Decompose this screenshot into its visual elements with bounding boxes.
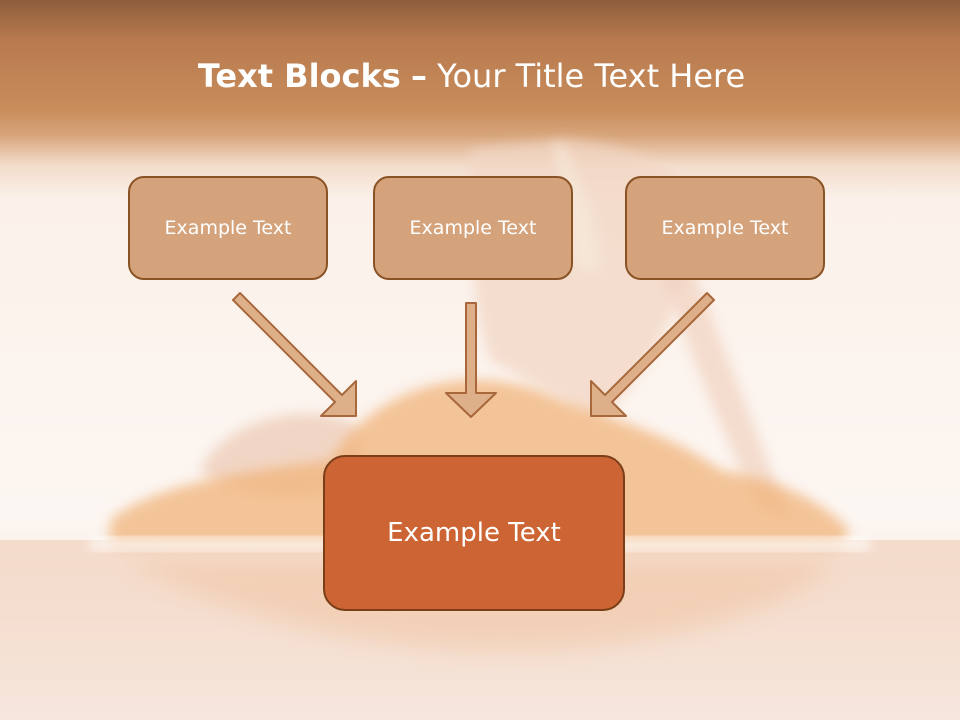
text-box-right[interactable]: Example Text	[625, 176, 825, 280]
title-bold: Text Blocks	[197, 57, 401, 95]
text-box-middle[interactable]: Example Text	[373, 176, 573, 280]
title-rest: Your Title Text Here	[437, 57, 746, 95]
title-dash: –	[410, 57, 427, 95]
figure-hair	[555, 140, 600, 270]
text-box-main[interactable]: Example Text	[323, 455, 625, 611]
text-box-left[interactable]: Example Text	[128, 176, 328, 280]
slide-title: Text Blocks – Your Title Text Here	[0, 52, 943, 100]
